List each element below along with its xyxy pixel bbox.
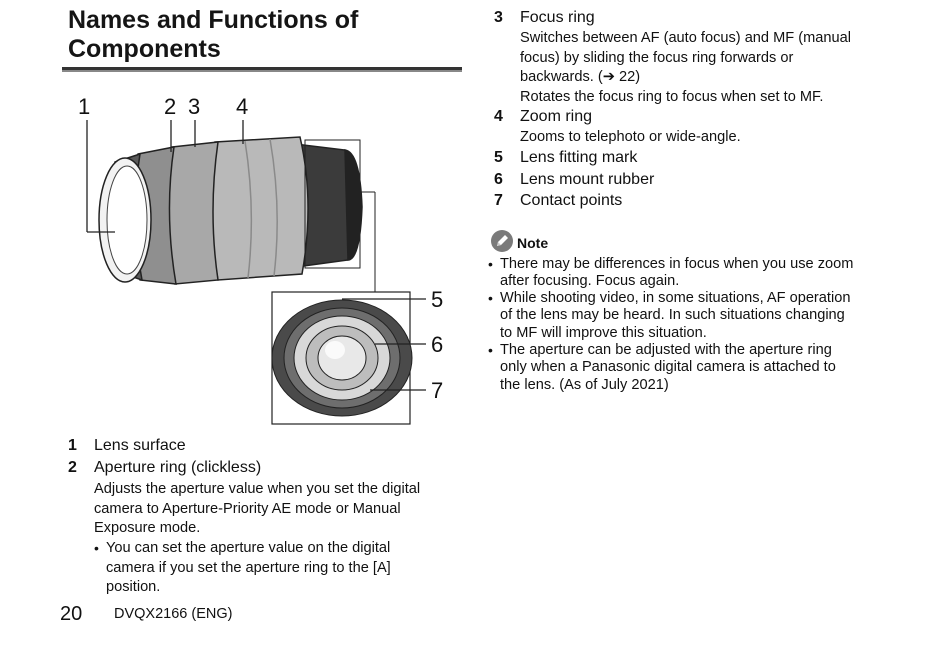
note-bullet-3: • The aperture can be adjusted with the …	[488, 342, 836, 393]
callout-1: 1	[78, 94, 91, 119]
item-4-description: Zooms to telephoto or wide-angle.	[520, 129, 741, 145]
pencil-icon	[491, 230, 513, 252]
mount-highlight-box	[304, 139, 361, 269]
lens-body	[98, 136, 363, 285]
bullet-dot: •	[94, 540, 99, 556]
leader-lines	[86, 120, 426, 391]
item-2-label: Aperture ring (clickless)	[94, 459, 262, 476]
item-7-label: Contact points	[520, 192, 623, 209]
item-3-label: Focus ring	[520, 9, 595, 26]
callout-3: 3	[188, 94, 201, 119]
item-2-description: Adjusts the aperture value when you set …	[94, 481, 421, 536]
item-1-label: Lens surface	[94, 437, 186, 454]
callout-4: 4	[236, 94, 249, 119]
bullet-dot: •	[488, 256, 493, 272]
lens-figure: 1 2 3 4 5 6 7	[60, 92, 460, 432]
rear-view-lens	[271, 299, 413, 417]
title-rule	[62, 67, 462, 72]
bullet-dot: •	[488, 290, 493, 306]
item-3-description: Switches between AF (auto focus) and MF …	[520, 30, 851, 105]
item-4-label: Zoom ring	[520, 108, 593, 125]
note-bullet-2: • While shooting video, in some situatio…	[488, 290, 851, 341]
note-bullet-1: • There may be differences in focus when…	[488, 256, 854, 290]
item-6-label: Lens mount rubber	[520, 171, 655, 188]
callout-2: 2	[164, 94, 177, 119]
callout-7: 7	[431, 378, 444, 403]
item-5-label: Lens fitting mark	[520, 149, 638, 166]
bullet-dot: •	[488, 342, 493, 358]
document-code: DVQX2166 (ENG)	[114, 606, 233, 622]
page-number: 20	[60, 603, 83, 625]
item-2-bullet: • You can set the aperture value on the …	[94, 540, 391, 595]
page-title: Names and Functions of Components	[68, 6, 359, 63]
callout-5: 5	[431, 287, 444, 312]
callout-6: 6	[431, 332, 444, 357]
lens-illustration	[86, 120, 426, 425]
